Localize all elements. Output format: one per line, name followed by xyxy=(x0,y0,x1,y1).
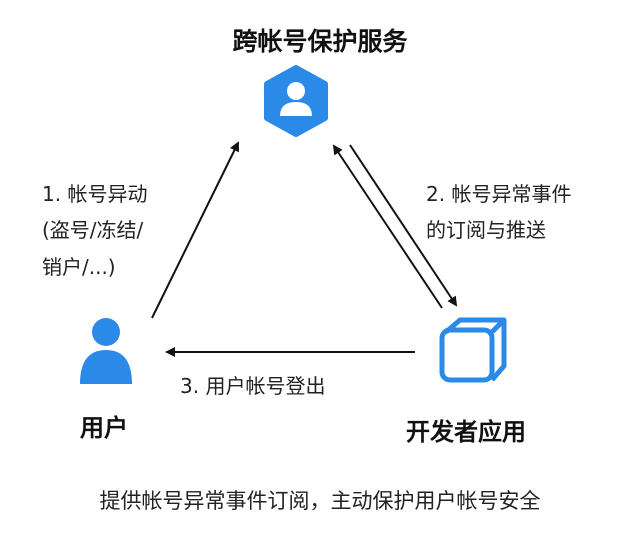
edge3-label: 3. 用户帐号登出 xyxy=(180,374,326,398)
arrow-service-to-app xyxy=(349,144,458,307)
footer-caption: 提供帐号异常事件订阅，主动保护用户帐号安全 xyxy=(99,489,541,513)
service-shield-icon xyxy=(264,65,328,137)
user-node-label: 用户 xyxy=(80,414,128,442)
developer-app-node-label: 开发者应用 xyxy=(406,418,526,446)
arrow-app-to-service xyxy=(332,144,443,309)
edge2-label-line1: 2. 帐号异常事件 xyxy=(426,182,572,206)
edge1-label-line1: 1. 帐号异动 xyxy=(42,182,148,206)
cube-app-icon xyxy=(439,317,507,383)
service-title: 跨帐号保护服务 xyxy=(232,27,408,56)
edge1-label-line2: (盗号/冻结/ xyxy=(42,218,144,242)
arrow-user-to-service xyxy=(151,141,239,319)
user-icon xyxy=(80,318,132,384)
edge1-label-line3: 销户/...) xyxy=(42,255,116,279)
edge2-label-line2: 的订阅与推送 xyxy=(426,218,546,242)
